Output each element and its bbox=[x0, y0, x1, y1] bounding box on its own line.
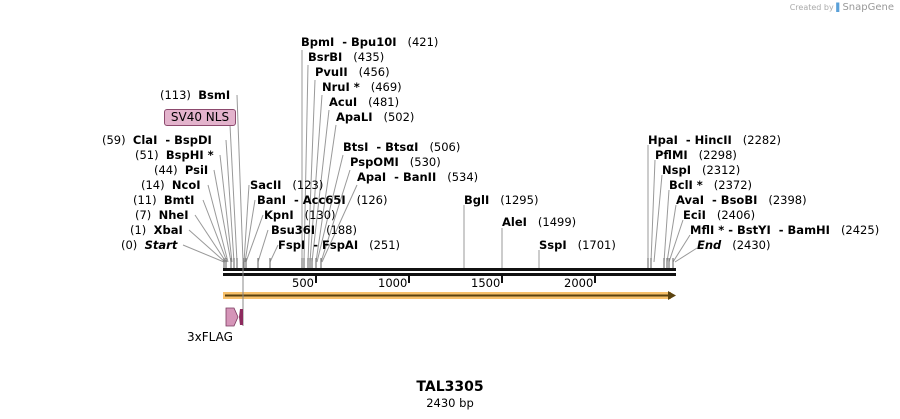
site-apai-banii[interactable]: ApaI - BanII (534) bbox=[357, 170, 479, 184]
site-nhei[interactable]: (7) NheI bbox=[135, 208, 189, 222]
ruler-label-500: 500 bbox=[292, 276, 314, 290]
site-psii[interactable]: (44) PsiI bbox=[154, 163, 209, 177]
site-bpmi-bpu10i[interactable]: BpmI - Bpu10I (421) bbox=[301, 35, 439, 49]
orf-arrowhead-icon bbox=[668, 291, 676, 300]
site-bsphi[interactable]: (51) BspHI * bbox=[135, 148, 214, 162]
site-apali[interactable]: ApaLI (502) bbox=[336, 110, 415, 124]
ruler-label-1000: 1000 bbox=[378, 276, 408, 290]
flag-feature-arrow-icon[interactable] bbox=[225, 307, 239, 327]
site-ecii[interactable]: EciI (2406) bbox=[683, 208, 756, 222]
site-bsrbi[interactable]: BsrBI (435) bbox=[308, 50, 385, 64]
site-btsi-btsai[interactable]: BtsI - BtsαI (506) bbox=[343, 140, 461, 154]
site-mfli-bstyi-bamhi[interactable]: MflI * - BstYI - BamHI (2425) bbox=[690, 223, 880, 237]
snapgene-logo-icon: ▌ bbox=[836, 3, 843, 12]
site-sacii[interactable]: SacII (123) bbox=[250, 178, 324, 192]
site-leader-lines bbox=[182, 50, 698, 268]
site-pspomi[interactable]: PspOMI (530) bbox=[350, 155, 441, 169]
site-bcli[interactable]: BclI * (2372) bbox=[669, 178, 753, 192]
plasmid-name: TAL3305 bbox=[416, 379, 484, 395]
site-ncoi[interactable]: (14) NcoI bbox=[141, 178, 201, 192]
site-nrui[interactable]: NruI * (469) bbox=[322, 80, 402, 94]
3xflag-feature-label[interactable]: 3xFLAG bbox=[187, 330, 233, 344]
credit-prefix: Created by bbox=[789, 3, 834, 12]
site-clai-bspdi[interactable]: (59) ClaI - BspDI bbox=[102, 133, 212, 147]
ruler-ticks bbox=[315, 276, 596, 283]
credit-brand: SnapGene bbox=[842, 2, 894, 13]
nls-feature-arrow-icon[interactable] bbox=[239, 309, 243, 325]
snapgene-credit: Created by ▌SnapGene bbox=[790, 2, 894, 13]
plasmid-length: 2430 bp bbox=[426, 396, 474, 410]
site-start[interactable]: (0) Start bbox=[121, 238, 178, 252]
site-bgli[interactable]: BglI (1295) bbox=[464, 193, 539, 207]
site-bsu36i[interactable]: Bsu36I (188) bbox=[271, 223, 357, 237]
site-avai-bsobi[interactable]: AvaI - BsoBI (2398) bbox=[676, 193, 807, 207]
site-end[interactable]: End (2430) bbox=[697, 238, 771, 252]
site-nspi[interactable]: NspI (2312) bbox=[662, 163, 741, 177]
site-alei[interactable]: AleI (1499) bbox=[502, 215, 577, 229]
site-xbai[interactable]: (1) XbaI bbox=[130, 223, 183, 237]
site-kpni[interactable]: KpnI (130) bbox=[264, 208, 336, 222]
ruler-label-1500: 1500 bbox=[471, 276, 501, 290]
site-hpai-hincii[interactable]: HpaI - HincII (2282) bbox=[648, 133, 782, 147]
backbone-bottom-strand bbox=[223, 273, 676, 276]
site-pflmi[interactable]: PflMI (2298) bbox=[655, 148, 737, 162]
site-bani-acc65i[interactable]: BanI - Acc65I (126) bbox=[257, 193, 388, 207]
site-bsmi[interactable]: (113) BsmI bbox=[160, 88, 231, 102]
site-sspi[interactable]: SspI (1701) bbox=[539, 238, 616, 252]
site-pvuii[interactable]: PvuII (456) bbox=[315, 65, 390, 79]
site-bmti[interactable]: (11) BmtI bbox=[133, 193, 195, 207]
site-acui[interactable]: AcuI (481) bbox=[329, 95, 400, 109]
site-fspi-fspai[interactable]: FspI - FspAI (251) bbox=[278, 238, 401, 252]
backbone-top-strand bbox=[223, 268, 676, 271]
sv40-nls-feature-label[interactable]: SV40 NLS bbox=[164, 109, 236, 126]
ruler-label-2000: 2000 bbox=[564, 276, 594, 290]
site-tick-marks bbox=[223, 258, 674, 268]
